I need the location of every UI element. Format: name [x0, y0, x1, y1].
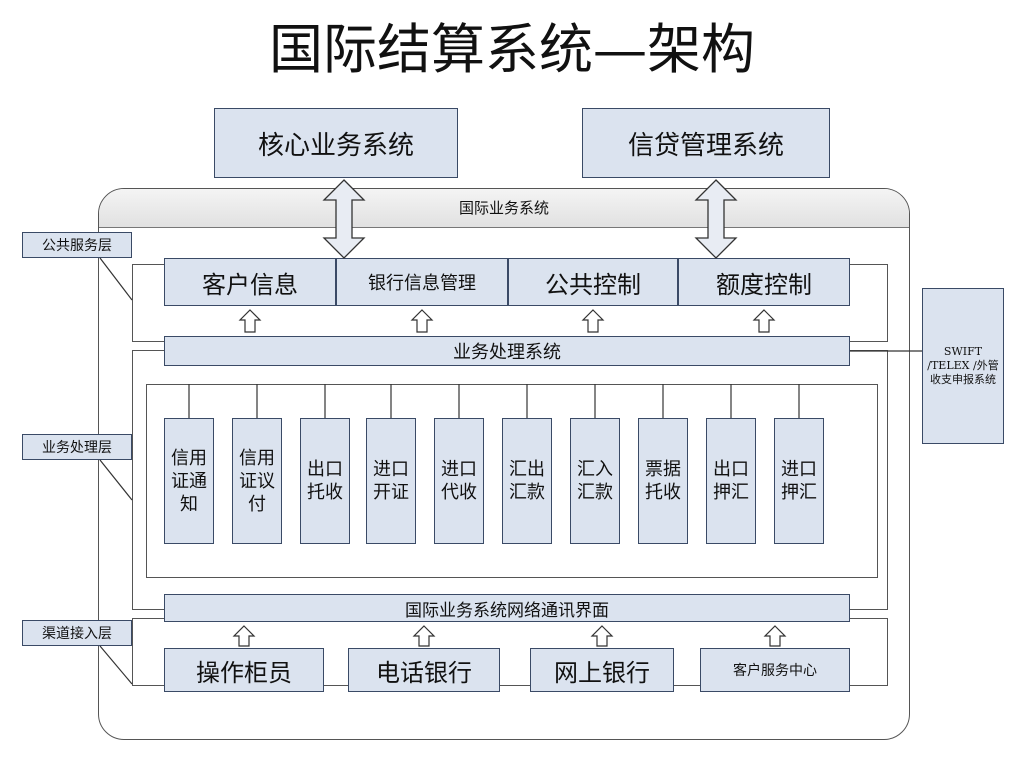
- up-arrow-quota-control: [752, 309, 776, 333]
- up-arrow-counter-operator: [232, 625, 256, 647]
- module-bill-collection: 票据托收: [638, 418, 688, 544]
- module-export-financing: 出口押汇: [706, 418, 756, 544]
- channel-customer-service-center: 客户服务中心: [700, 648, 850, 692]
- module-inward-remittance: 汇入汇款: [570, 418, 620, 544]
- up-arrow-public-control: [581, 309, 605, 333]
- double-arrow-credit-system: [694, 179, 738, 259]
- double-arrow-core-system: [322, 179, 366, 259]
- module-import-financing: 进口押汇: [774, 418, 824, 544]
- module-export-collection: 出口托收: [300, 418, 350, 544]
- core-business-system-label: 核心业务系统: [257, 130, 414, 161]
- channel-customer-service-center-label: 客户服务中心: [733, 663, 817, 679]
- channel-counter-operator-label: 操作柜员: [196, 658, 292, 687]
- layer-label-business-processing: 业务处理层: [22, 434, 132, 460]
- channel-phone-banking-label: 电话银行: [376, 658, 472, 687]
- channel-online-banking: 网上银行: [530, 648, 674, 692]
- callout-business-processing: [99, 459, 133, 501]
- business-processing-system: 业务处理系统: [164, 336, 850, 366]
- network-communication-interface-label: 国际业务系统网络通讯界面: [405, 600, 609, 621]
- module-import-collection: 进口代收: [434, 418, 484, 544]
- module-outward-remittance: 汇出汇款: [502, 418, 552, 544]
- service-quota-control: 额度控制: [678, 258, 850, 306]
- up-arrow-customer-service: [763, 625, 787, 647]
- service-public-control-label: 公共控制: [545, 270, 641, 299]
- service-customer-info-label: 客户信息: [202, 270, 298, 299]
- channel-counter-operator: 操作柜员: [164, 648, 324, 692]
- page-title: 国际结算系统—架构: [269, 18, 755, 81]
- credit-management-system: 信贷管理系统: [582, 108, 830, 178]
- callout-channel-access: [99, 645, 133, 685]
- callout-public-service: [99, 257, 133, 301]
- service-public-control: 公共控制: [508, 258, 678, 306]
- module-lc-negotiation: 信用证议付: [232, 418, 282, 544]
- up-arrow-online-banking: [590, 625, 614, 647]
- module-lc-advising: 信用证通知: [164, 418, 214, 544]
- service-bank-info-management-label: 银行信息管理: [368, 273, 476, 294]
- core-business-system: 核心业务系统: [214, 108, 458, 178]
- service-customer-info: 客户信息: [164, 258, 336, 306]
- module-connector-lines: [188, 384, 800, 418]
- layer-label-channel-access: 渠道接入层: [22, 620, 132, 646]
- module-import-lc-issuance: 进口开证: [366, 418, 416, 544]
- outer-label: 国际业务系统: [458, 199, 549, 217]
- business-modules-inner-frame: [146, 384, 878, 578]
- up-arrow-bank-info: [410, 309, 434, 333]
- external-swift-telex-system: SWIFT /TELEX /外管收支申报系统: [922, 288, 1004, 444]
- credit-management-system-label: 信贷管理系统: [627, 130, 784, 161]
- network-communication-interface: 国际业务系统网络通讯界面: [164, 594, 850, 622]
- layer-label-public-service: 公共服务层: [22, 232, 132, 258]
- channel-phone-banking: 电话银行: [348, 648, 500, 692]
- up-arrow-customer-info: [238, 309, 262, 333]
- service-quota-control-label: 额度控制: [716, 270, 812, 299]
- outer-header-band: [99, 189, 909, 228]
- service-bank-info-management: 银行信息管理: [336, 258, 508, 306]
- business-processing-system-label: 业务处理系统: [453, 342, 561, 363]
- channel-online-banking-label: 网上银行: [554, 658, 650, 687]
- external-swift-telex-system-label: SWIFT /TELEX /外管收支申报系统: [927, 345, 999, 386]
- up-arrow-phone-banking: [412, 625, 436, 647]
